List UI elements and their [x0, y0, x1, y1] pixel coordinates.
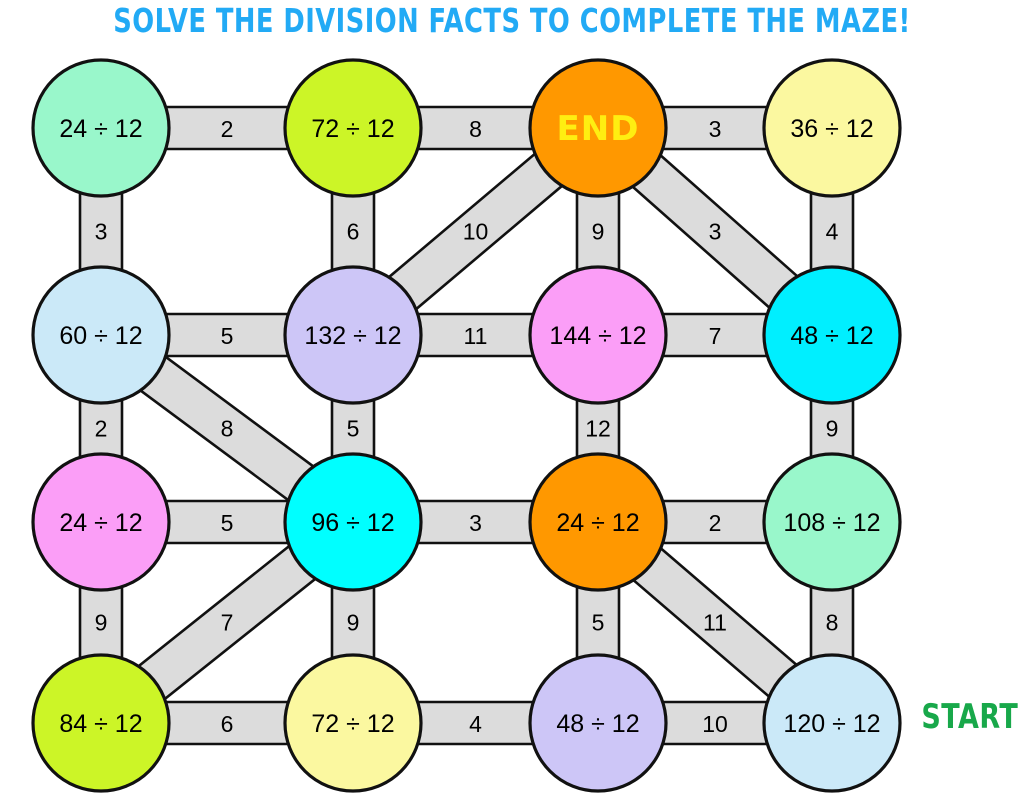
maze-node[interactable]: 96 ÷ 12 [283, 452, 423, 592]
maze-node[interactable]: 84 ÷ 12 [31, 653, 171, 793]
connector-label: 9 [592, 219, 605, 245]
maze-node[interactable]: 24 ÷ 12 [31, 452, 171, 592]
connector-label: 2 [95, 416, 108, 442]
node-circle[interactable] [762, 653, 902, 793]
connector-label: 2 [709, 510, 722, 536]
connector-label: 8 [469, 116, 482, 142]
maze-node-end[interactable]: END [528, 58, 668, 198]
connector-label: 7 [221, 610, 234, 636]
connector-label: 9 [347, 610, 360, 636]
page-title: SOLVE THE DIVISION FACTS TO COMPLETE THE… [113, 2, 911, 41]
connector-label: 7 [709, 323, 722, 349]
node-circle[interactable] [528, 653, 668, 793]
connector-label: 12 [585, 416, 611, 442]
node-circle[interactable] [283, 58, 423, 198]
node-circle[interactable] [31, 653, 171, 793]
edges-layer [78, 105, 855, 746]
node-circle[interactable] [31, 452, 171, 592]
end-label: END [557, 109, 640, 149]
node-label: 48 ÷ 12 [790, 322, 873, 350]
nodes-layer: 24 ÷ 12 72 ÷ 12 END 36 ÷ 12 60 ÷ 12 132 ÷ 12 1… [31, 58, 902, 793]
maze-node[interactable]: 48 ÷ 12 [762, 265, 902, 405]
maze-node[interactable]: 48 ÷ 12 [528, 653, 668, 793]
maze-node[interactable]: 24 ÷ 12 [528, 452, 668, 592]
maze-node[interactable]: 36 ÷ 12 [762, 58, 902, 198]
node-label: 24 ÷ 12 [556, 509, 639, 537]
node-circle[interactable] [31, 265, 171, 405]
node-label: 72 ÷ 12 [311, 115, 394, 143]
connector-label: 5 [592, 610, 605, 636]
maze-node[interactable]: 120 ÷ 12 [762, 653, 902, 793]
start-label: START [921, 697, 1019, 738]
maze-node[interactable]: 144 ÷ 12 [528, 265, 668, 405]
maze-node[interactable]: 72 ÷ 12 [283, 58, 423, 198]
connector-label: 6 [347, 219, 360, 245]
connector-label: 11 [464, 323, 488, 349]
maze-node[interactable]: 60 ÷ 12 [31, 265, 171, 405]
node-label: 96 ÷ 12 [311, 509, 394, 537]
node-circle[interactable] [762, 265, 902, 405]
connector-label: 9 [95, 610, 108, 636]
connector-label: 3 [95, 219, 108, 245]
connector-label: 8 [826, 610, 839, 636]
connector-label: 3 [709, 219, 722, 245]
connector-label: 5 [221, 323, 234, 349]
node-label: 24 ÷ 12 [59, 509, 142, 537]
node-circle[interactable] [762, 58, 902, 198]
node-circle[interactable] [528, 58, 668, 198]
node-label: 24 ÷ 12 [59, 115, 142, 143]
node-label: 144 ÷ 12 [549, 322, 646, 350]
connector-label: 9 [826, 416, 839, 442]
node-label: 84 ÷ 12 [59, 710, 142, 738]
connector-label: 10 [702, 711, 728, 737]
node-label: 36 ÷ 12 [790, 115, 873, 143]
maze-node[interactable]: 132 ÷ 12 [283, 265, 423, 405]
edge-labels-layer: 2 8 3 3 6 10 9 3 4 5 11 7 2 8 5 12 9 5 3 2 9 7 9 5 11 8 6 4 10 [95, 116, 839, 737]
node-circle[interactable] [528, 265, 668, 405]
node-label: 60 ÷ 12 [59, 322, 142, 350]
node-circle[interactable] [283, 653, 423, 793]
node-label: 108 ÷ 12 [783, 509, 880, 537]
connector-label: 4 [469, 711, 482, 737]
connector-label: 8 [221, 416, 234, 442]
connector-label: 4 [826, 219, 839, 245]
node-label: 132 ÷ 12 [304, 322, 401, 350]
maze-node[interactable]: 24 ÷ 12 [31, 58, 171, 198]
connector-label: 2 [221, 116, 234, 142]
connector-label: 6 [221, 711, 234, 737]
node-circle[interactable] [762, 452, 902, 592]
maze-node[interactable]: 72 ÷ 12 [283, 653, 423, 793]
node-circle[interactable] [283, 265, 423, 405]
connector-label: 5 [221, 510, 234, 536]
node-circle[interactable] [528, 452, 668, 592]
node-label: 48 ÷ 12 [556, 710, 639, 738]
node-label: 120 ÷ 12 [783, 710, 880, 738]
connector-label: 5 [347, 416, 360, 442]
node-circle[interactable] [31, 58, 171, 198]
connector-label: 3 [469, 510, 482, 536]
connector-label: 10 [463, 219, 489, 245]
connector-label: 3 [709, 116, 722, 142]
node-circle[interactable] [283, 452, 423, 592]
maze-node[interactable]: 108 ÷ 12 [762, 452, 902, 592]
connector-label: 11 [703, 610, 727, 636]
node-label: 72 ÷ 12 [311, 710, 394, 738]
